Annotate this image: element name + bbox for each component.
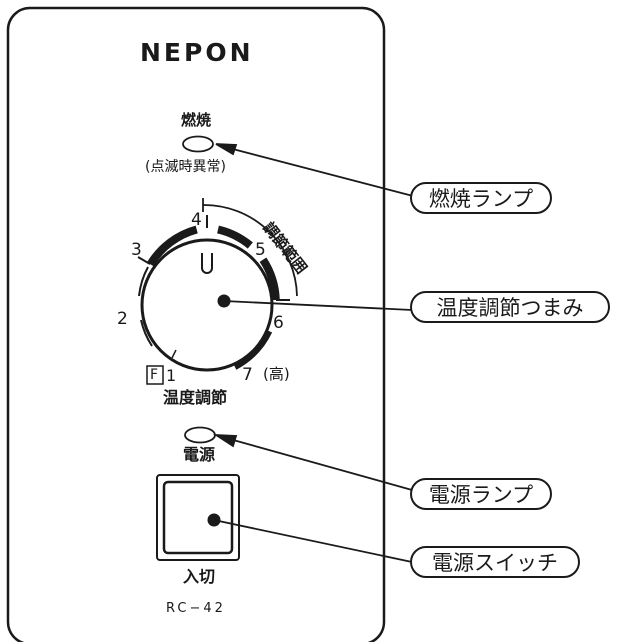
- leader-combustion: [224, 146, 414, 197]
- switch-label: 入切: [183, 567, 216, 586]
- leader-switch: [213, 519, 413, 563]
- dial-number-1: 1: [166, 366, 177, 385]
- dial-number-3: 3: [131, 240, 142, 260]
- temp-knob: [140, 238, 274, 372]
- combustion-lamp: [182, 135, 214, 153]
- dial-number-2: 2: [117, 309, 128, 329]
- f-mark-box: [146, 365, 164, 385]
- model-number: RC−42: [166, 601, 226, 616]
- callout-combustion-lamp: 燃焼ランプ: [410, 182, 552, 214]
- range-arc: [202, 204, 298, 297]
- power-label: 電源: [183, 445, 216, 464]
- scale-thin: [138, 266, 153, 347]
- dial-title: 温度調節: [163, 388, 228, 407]
- leader-power-lamp: [225, 437, 413, 491]
- tick-one: [171, 349, 177, 359]
- dial-number-4: 4: [191, 210, 202, 230]
- combustion-label: 燃焼: [181, 111, 212, 129]
- callout-power-lamp: 電源ランプ: [410, 478, 552, 510]
- power-switch: [162, 480, 234, 555]
- leaders: [212, 143, 414, 563]
- knob-pointer: [201, 253, 213, 274]
- arrow-combustion: [215, 143, 238, 156]
- leader-knob: [223, 300, 413, 311]
- high-note: (高): [263, 365, 290, 383]
- arrow-power-lamp: [212, 433, 238, 448]
- scale-ticks: [137, 215, 290, 301]
- dial-number-5: 5: [255, 240, 266, 260]
- dial-number-7: 7: [242, 365, 253, 385]
- dial-number-6: 6: [273, 313, 284, 333]
- brand-logo: NEPON: [140, 38, 254, 67]
- combustion-note: (点滅時異常): [145, 159, 226, 175]
- callout-power-switch: 電源スイッチ: [410, 546, 580, 578]
- panel-outline: [6, 6, 386, 642]
- power-lamp: [184, 426, 216, 444]
- callout-temp-knob: 温度調節つまみ: [410, 291, 610, 323]
- f-mark: F: [150, 367, 159, 383]
